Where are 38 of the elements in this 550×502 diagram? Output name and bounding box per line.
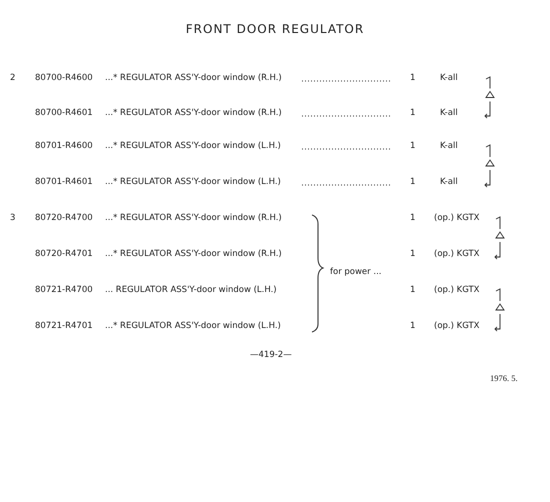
quantity: 1 (410, 73, 416, 84)
part-description: ... REGULATOR ASS'Y-door window (L.H.) (105, 285, 277, 296)
part-number: 80701-R4601 (35, 177, 93, 188)
model-code: (op.) KGTX (434, 285, 480, 296)
page-title: FRONT DOOR REGULATOR (184, 22, 366, 36)
quantity: 1 (410, 177, 416, 188)
quantity: 1 (410, 321, 416, 332)
page-number: —419-2— (250, 350, 292, 361)
model-code: (op.) KGTX (434, 249, 480, 260)
model-code: K-all (440, 177, 458, 188)
item-number: 2 (10, 73, 16, 84)
model-code: (op.) KGTX (434, 321, 480, 332)
part-number: 80700-R4601 (35, 108, 93, 119)
model-code: K-all (440, 108, 458, 119)
quantity: 1 (410, 108, 416, 119)
part-description: ...* REGULATOR ASS'Y-door window (R.H.) (105, 73, 282, 84)
issue-date: 1976. 5. (490, 373, 518, 384)
part-number: 80720-R4700 (35, 213, 93, 224)
part-number: 80721-R4701 (35, 321, 93, 332)
model-code: (op.) KGTX (434, 213, 480, 224)
remark-note: for power ... (330, 267, 382, 278)
part-description: ...* REGULATOR ASS'Y-door window (L.H.) (105, 177, 281, 188)
quantity: 1 (410, 249, 416, 260)
part-number: 80720-R4701 (35, 249, 93, 260)
part-number: 80700-R4600 (35, 73, 93, 84)
part-description: ...* REGULATOR ASS'Y-door window (R.H.) (105, 213, 282, 224)
quantity: 1 (410, 285, 416, 296)
model-code: K-all (440, 141, 458, 152)
part-number: 80721-R4700 (35, 285, 93, 296)
quantity: 1 (410, 141, 416, 152)
part-description: ...* REGULATOR ASS'Y-door window (L.H.) (105, 141, 281, 152)
part-number: 80701-R4600 (35, 141, 93, 152)
quantity: 1 (410, 213, 416, 224)
item-number: 3 (10, 213, 16, 224)
model-code: K-all (440, 73, 458, 84)
part-description: ...* REGULATOR ASS'Y-door window (R.H.) (105, 249, 282, 260)
part-description: ...* REGULATOR ASS'Y-door window (L.H.) (105, 321, 281, 332)
part-description: ...* REGULATOR ASS'Y-door window (R.H.) (105, 108, 282, 119)
